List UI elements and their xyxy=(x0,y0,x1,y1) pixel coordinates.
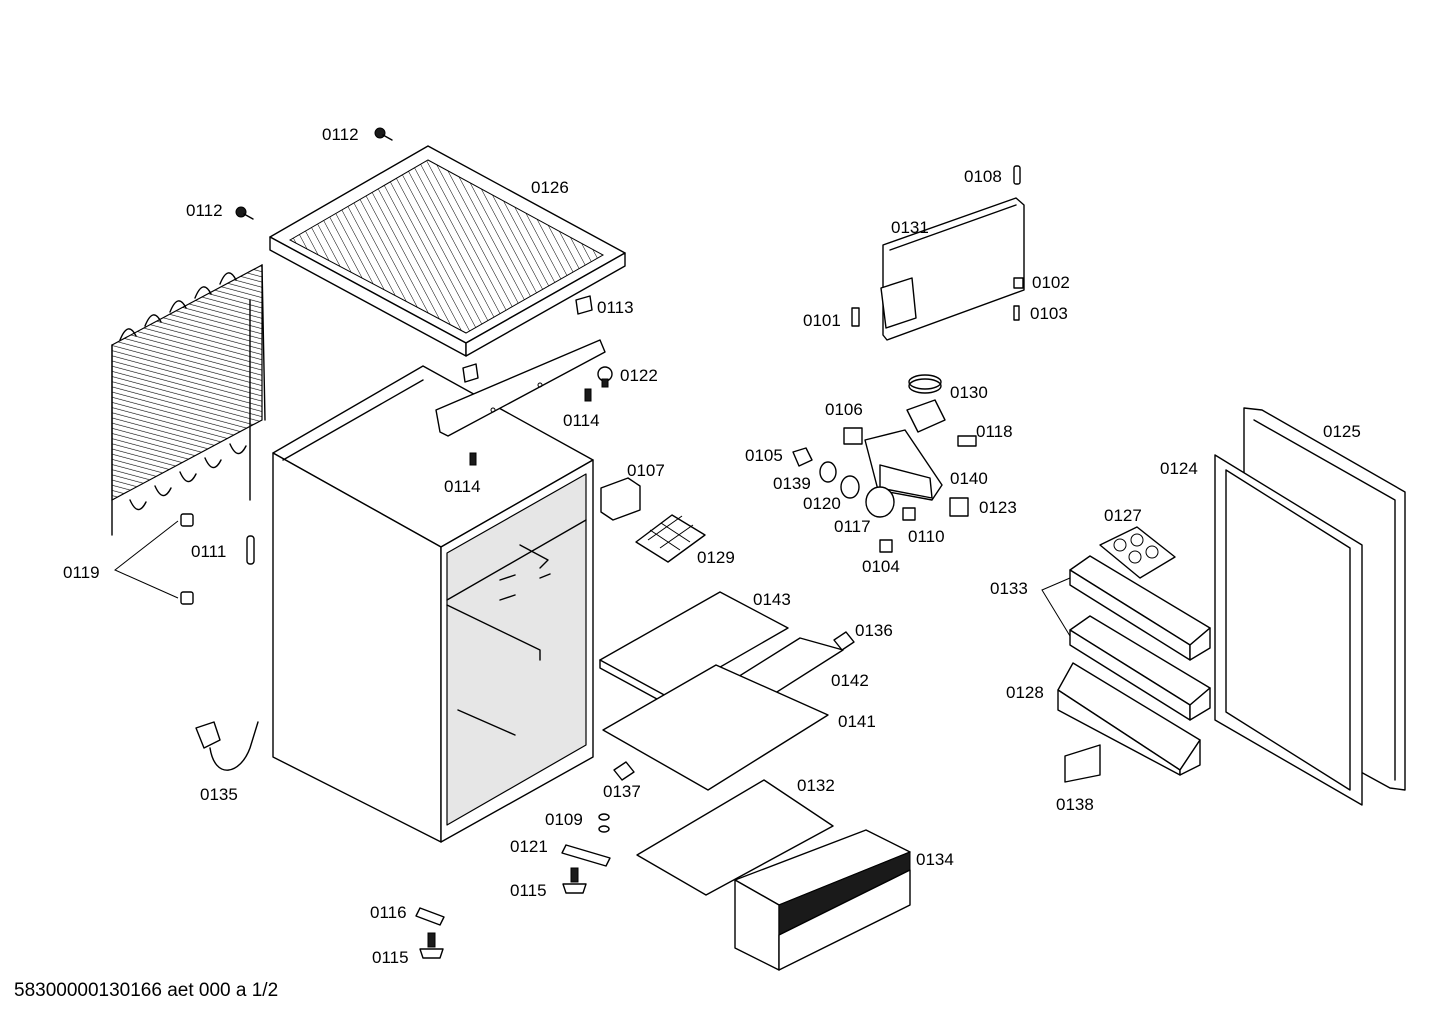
callout-0124: 0124 xyxy=(1160,459,1198,478)
callout-0118: 0118 xyxy=(976,422,1013,441)
clip-icon xyxy=(613,631,855,781)
callout-0130: 0130 xyxy=(950,383,988,402)
callout-0112: 0112 xyxy=(186,201,223,220)
bracket-icon xyxy=(600,477,641,521)
callout-0135: 0135 xyxy=(200,785,238,804)
condenser-coil xyxy=(111,264,266,536)
thermostat-capillary xyxy=(906,374,946,433)
callout-0121: 0121 xyxy=(510,837,548,856)
label-icon xyxy=(843,427,863,445)
callout-0132: 0132 xyxy=(797,776,835,795)
shelf-0132 xyxy=(636,779,834,896)
callout-0105: 0105 xyxy=(745,446,783,465)
callout-0133: 0133 xyxy=(990,579,1028,598)
clip-icon xyxy=(180,513,194,605)
screw-icon xyxy=(235,206,254,220)
thermostat-housing xyxy=(864,429,943,501)
crisper-drawer xyxy=(734,829,911,971)
callout-0110: 0110 xyxy=(908,527,945,546)
lamp-icon xyxy=(792,447,860,499)
door-gasket xyxy=(1214,454,1363,806)
bottle-rack xyxy=(1057,662,1201,776)
callout-0103: 0103 xyxy=(1030,304,1068,323)
power-cord xyxy=(195,721,259,771)
callout-0115: 0115 xyxy=(372,948,409,967)
freezer-door xyxy=(880,197,1025,341)
callout-0127: 0127 xyxy=(1104,506,1142,525)
hinge-icon xyxy=(462,295,593,383)
callout-0141: 0141 xyxy=(838,712,876,731)
callout-0126: 0126 xyxy=(531,178,569,197)
callout-0129: 0129 xyxy=(697,548,735,567)
shelf-0141 xyxy=(602,664,829,791)
hinge-plate-icon xyxy=(415,844,611,926)
callout-0116: 0116 xyxy=(370,903,407,922)
cabinet-body xyxy=(272,365,594,843)
clip-icon xyxy=(1064,744,1101,783)
callout-0104: 0104 xyxy=(862,557,900,576)
thermostat-knob xyxy=(865,435,977,553)
callout-0109: 0109 xyxy=(545,810,583,829)
callout-0142: 0142 xyxy=(831,671,869,690)
door-shelf xyxy=(1069,615,1211,721)
callout-0143: 0143 xyxy=(753,590,791,609)
door-shelf xyxy=(1069,555,1211,661)
egg-tray xyxy=(635,514,706,563)
callout-0114: 0114 xyxy=(444,477,481,496)
callout-0117: 0117 xyxy=(834,517,871,536)
callout-0112: 0112 xyxy=(322,125,359,144)
callout-0111: 0111 xyxy=(191,542,226,561)
plug-icon xyxy=(597,366,613,388)
callout-0134: 0134 xyxy=(916,850,954,869)
callout-0123: 0123 xyxy=(979,498,1017,517)
callout-0128: 0128 xyxy=(1006,683,1044,702)
screw-icon xyxy=(469,388,592,466)
worktop-0126 xyxy=(269,145,626,357)
callout-0119: 0119 xyxy=(63,563,100,582)
callout-0101: 0101 xyxy=(803,311,841,330)
callout-0108: 0108 xyxy=(964,167,1002,186)
drier-filter-icon xyxy=(246,535,255,565)
egg-holder xyxy=(1099,526,1176,579)
callout-0113: 0113 xyxy=(597,298,634,317)
callout-0114: 0114 xyxy=(563,411,600,430)
washer-icon xyxy=(598,813,610,833)
callout-0120: 0120 xyxy=(803,494,841,513)
callout-0102: 0102 xyxy=(1032,273,1070,292)
screw-icon xyxy=(851,165,1024,327)
callout-0136: 0136 xyxy=(855,621,893,640)
callout-0139: 0139 xyxy=(773,474,811,493)
foot-icon xyxy=(419,867,587,959)
callout-0122: 0122 xyxy=(620,366,658,385)
top-bracket xyxy=(435,339,606,437)
screw-icon xyxy=(374,127,393,141)
callout-0140: 0140 xyxy=(950,469,988,488)
callout-0138: 0138 xyxy=(1056,795,1094,814)
callout-0125: 0125 xyxy=(1323,422,1361,441)
callout-0107: 0107 xyxy=(627,461,665,480)
callout-0131: 0131 xyxy=(891,218,929,237)
callout-0115: 0115 xyxy=(510,881,547,900)
callout-0137: 0137 xyxy=(603,782,641,801)
callout-0106: 0106 xyxy=(825,400,863,419)
drawing-number: 58300000130166 aet 000 a 1/2 xyxy=(14,980,279,1001)
